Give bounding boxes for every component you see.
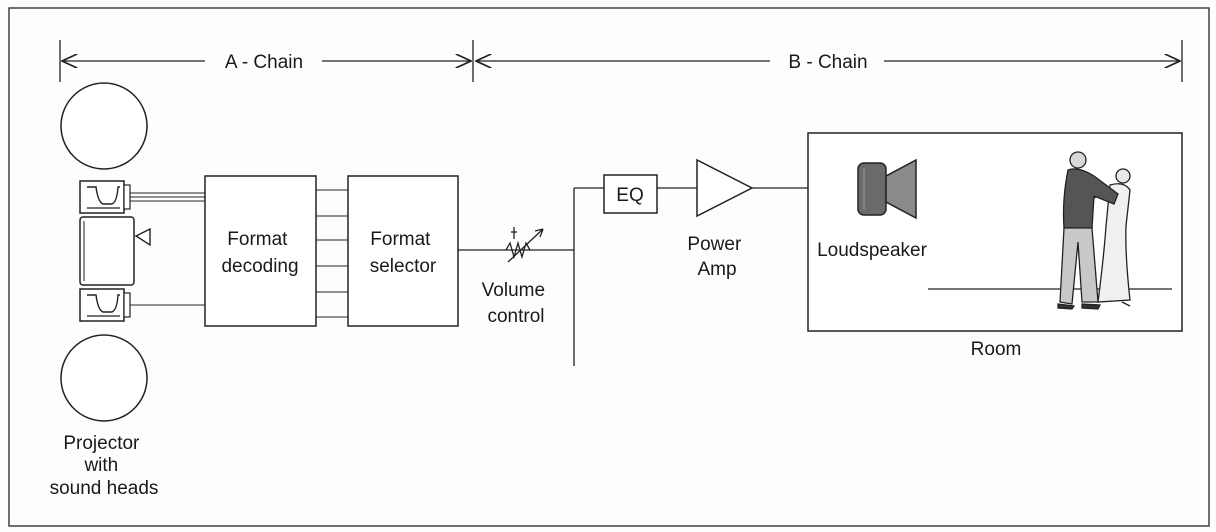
power-amp-line1: Power xyxy=(687,234,742,255)
sound-head-icon xyxy=(79,180,131,214)
projector-label-line3: sound heads xyxy=(50,478,159,499)
volume-control-line2: control xyxy=(487,306,544,327)
power-amp-label: Power Amp xyxy=(687,234,746,280)
sound-head-icon xyxy=(79,288,131,322)
format-decoding-block xyxy=(204,175,317,327)
projector-to-decoder-lines xyxy=(130,192,205,306)
format-decoding-line1: Format xyxy=(227,229,288,250)
loudspeaker-icon xyxy=(857,158,917,220)
loudspeaker-label: Loudspeaker xyxy=(817,240,928,261)
b-chain-label: B - Chain xyxy=(788,52,867,73)
projector-label-line1: Projector xyxy=(63,433,140,454)
projector-label: Projector with sound heads xyxy=(50,433,159,499)
diagram-frame xyxy=(8,7,1210,527)
projector-lamp-icon xyxy=(134,227,151,247)
film-reel-icon xyxy=(60,334,148,422)
eq-block xyxy=(603,174,658,214)
variable-resistor-icon xyxy=(505,227,544,263)
dancing-couple-icon xyxy=(1057,151,1131,310)
power-amp-line2: Amp xyxy=(697,259,736,280)
format-selector-line2: selector xyxy=(370,256,437,277)
format-selector-block xyxy=(347,175,459,327)
volume-control-line1: Volume xyxy=(482,280,545,301)
chain-dimension-lines xyxy=(59,40,1183,82)
film-reel-icon xyxy=(60,82,148,170)
eq-label: EQ xyxy=(616,185,643,206)
room-label: Room xyxy=(971,339,1022,360)
format-selector-line1: Format xyxy=(370,229,431,250)
projector-body xyxy=(79,216,135,286)
a-chain-label: A - Chain xyxy=(225,52,303,73)
decoder-to-selector-lines xyxy=(316,189,348,318)
format-decoding-label: Format decoding xyxy=(221,229,298,277)
format-decoding-line2: decoding xyxy=(221,256,298,277)
projector xyxy=(60,82,151,422)
projector-label-line2: with xyxy=(83,455,118,476)
format-selector-label: Format selector xyxy=(370,229,437,277)
amplifier-triangle-icon xyxy=(696,158,754,218)
volume-control-label: Volume control xyxy=(482,280,551,327)
